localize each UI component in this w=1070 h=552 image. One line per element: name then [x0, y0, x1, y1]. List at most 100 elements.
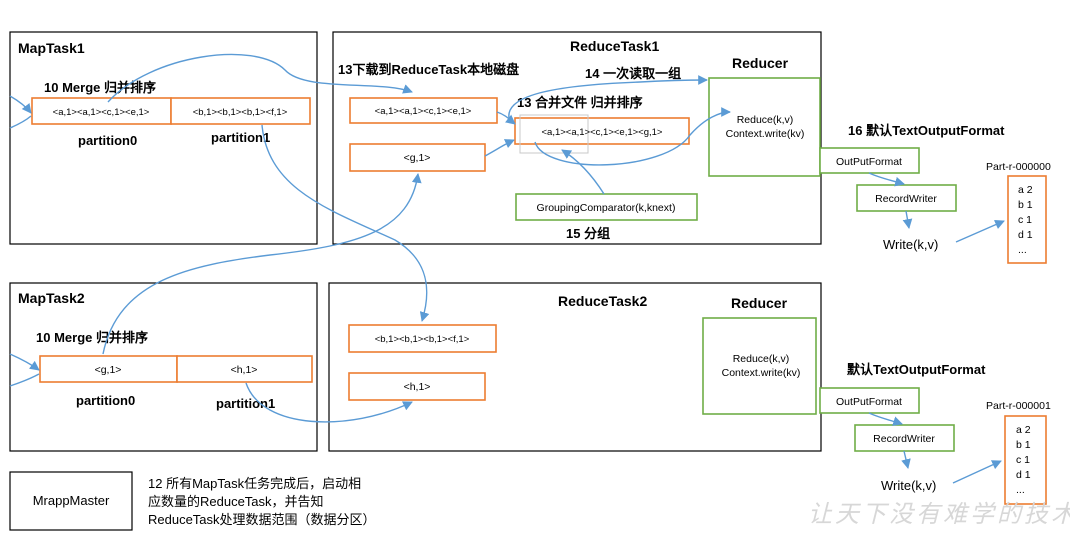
master-frame: [9, 471, 133, 531]
maptask2-input-arrow: [9, 353, 40, 371]
reducetask2-outputformat-box: [819, 387, 920, 414]
maptask2-partition1-label: partition1: [216, 396, 275, 411]
reducer2-title: Reducer: [731, 295, 788, 311]
arrow-m2p1-to-r2: [245, 382, 413, 423]
reducetask1-file2-content: <g,1>: [404, 152, 431, 164]
master-note-line1: 12 所有MapTask任务完成后，启动相: [148, 476, 361, 491]
reducetask2-file1-content: <b,1><b,1><b,1><f,1>: [375, 334, 470, 345]
reducetask1-merge-label: 13 合并文件 归并排序: [517, 95, 643, 110]
maptask1-partition0-content: <a,1><a,1><c,1><e,1>: [53, 107, 150, 118]
reducetask1-frame: [332, 31, 822, 245]
maptask1-partition1-content: <b,1><b,1><b,1><f,1>: [193, 107, 288, 118]
part0-line: b 1: [1018, 199, 1033, 211]
arrow-r2-outputformat-to-recordwriter: [868, 412, 903, 426]
reducetask2-part-box: [1004, 415, 1047, 505]
maptask2-title: MapTask2: [18, 290, 85, 306]
reducetask2-frame: [328, 282, 822, 452]
reducetask1-file1-content: <a,1><a,1><c,1><e,1>: [375, 106, 472, 117]
part1-line: a 2: [1016, 424, 1031, 436]
maptask2-partition1-content: <h,1>: [231, 364, 258, 376]
reducetask1-file1-box: [349, 97, 498, 124]
arrow-merged-to-reducer: [508, 75, 708, 123]
reducetask2-recordwriter-label: RecordWriter: [873, 433, 935, 445]
maptask1-title: MapTask1: [18, 40, 85, 56]
reducetask1-title: ReduceTask1: [570, 38, 659, 54]
reducetask1-merged-content: <a,1><a,1><c,1><e,1><g,1>: [542, 127, 663, 138]
maptask2-frame: [9, 282, 318, 452]
reducer2-line2: Context.write(kv): [722, 367, 801, 379]
maptask2-partition0-label: partition0: [76, 393, 135, 408]
maptask1-partition1-label: partition1: [211, 130, 270, 145]
maptask2-input-arrow-2: [9, 373, 40, 387]
reducetask1-outputformat-box: [819, 147, 920, 174]
reducetask1-outputformat-label: OutPutFormat: [836, 156, 902, 168]
maptask1-partition1-box: [170, 97, 311, 125]
reducetask1-merged-box: [514, 117, 690, 145]
reducetask1-read-label: 14 一次读取一组: [585, 66, 681, 81]
reducetask1-recordwriter-label: RecordWriter: [875, 193, 937, 205]
reducer1-box: [708, 77, 821, 177]
part0-line: d 1: [1018, 229, 1033, 241]
part0-line: a 2: [1018, 184, 1033, 196]
reducetask2-write-label: Write(k,v): [881, 478, 936, 493]
maptask1-input-arrow-2: [9, 115, 32, 129]
part1-line: c 1: [1016, 454, 1030, 466]
reducer1-line1: Reduce(k,v): [737, 114, 794, 126]
reducetask2-file2-box: [348, 372, 486, 401]
reducetask1-write-label: Write(k,v): [883, 237, 938, 252]
reducetask2-outputformat-label: OutPutFormat: [836, 396, 902, 408]
reducetask1-merged-highlight: [519, 114, 589, 154]
reducetask2-recordwriter-box: [854, 424, 955, 452]
arrow-m1p0-to-r1: [107, 53, 413, 103]
maptask1-input-arrow: [9, 95, 32, 114]
maptask1-frame: [9, 31, 318, 245]
arrow-r1-write-to-part: [955, 220, 1005, 243]
part0-line: c 1: [1018, 214, 1032, 226]
maptask2-partition0-content: <g,1>: [95, 364, 122, 376]
reducetask2-part-lines: a 2 b 1 c 1 d 1 ...: [1016, 424, 1031, 496]
maptask1-partition0-label: partition0: [78, 133, 137, 148]
watermark: 让天下没有难学的技术: [808, 500, 1070, 528]
reducetask1-part-box: [1007, 175, 1047, 264]
part1-line: ...: [1016, 484, 1025, 496]
arrow-r1-recordwriter-to-write: [902, 210, 913, 229]
reducer1-title: Reducer: [732, 55, 789, 71]
reducetask1-download-label: 13下载到ReduceTask本地磁盘: [338, 62, 519, 77]
part1-line: b 1: [1016, 439, 1031, 451]
arrow-m2p0-to-r1: [102, 173, 422, 355]
arrow-file2-to-merged: [484, 139, 515, 157]
arrow-m1p1-to-r2: [261, 124, 430, 322]
reducer1-line2: Context.write(kv): [726, 128, 805, 140]
reducetask2-part-name: Part-r-000001: [986, 400, 1051, 412]
arrow-grouping-to-merged: [561, 149, 605, 195]
master-note-line3: ReduceTask处理数据范围（数据分区）: [148, 512, 376, 527]
part1-line: d 1: [1016, 469, 1031, 481]
arrow-r1-outputformat-to-recordwriter: [868, 172, 905, 187]
reducetask1-part-name: Part-r-000000: [986, 161, 1051, 173]
grouping-comparator-box: [515, 193, 698, 221]
arrow-file1-to-merged: [496, 111, 516, 125]
maptask2-partition1-box: [176, 355, 313, 383]
reducetask1-group-label: 15 分组: [566, 226, 610, 241]
part0-line: ...: [1018, 244, 1027, 256]
arrow-r2-recordwriter-to-write: [901, 450, 911, 469]
maptask2-merge-label: 10 Merge 归并排序: [36, 330, 148, 345]
arrow-r2-write-to-part: [952, 460, 1002, 484]
reducer2-line1: Reduce(k,v): [733, 353, 790, 365]
master-title: MrappMaster: [33, 493, 110, 508]
reducetask1-recordwriter-box: [856, 184, 957, 212]
arrow-reducer-loop: [534, 107, 731, 166]
reducetask1-part-lines: a 2 b 1 c 1 d 1 ...: [1018, 184, 1033, 256]
maptask1-merge-label: 10 Merge 归并排序: [44, 80, 156, 95]
reducetask2-file2-content: <h,1>: [404, 381, 431, 393]
reducetask2-output-label: 默认TextOutputFormat: [847, 362, 986, 377]
reducetask1-file2-box: [349, 143, 486, 172]
reducetask1-output-label: 16 默认TextOutputFormat: [848, 123, 1005, 138]
master-note-line2: 应数量的ReduceTask，并告知: [148, 494, 324, 509]
reducetask2-title: ReduceTask2: [558, 293, 647, 309]
maptask1-partition0-box: [31, 97, 172, 125]
reducer2-box: [702, 317, 817, 415]
grouping-comparator-label: GroupingComparator(k,knext): [537, 202, 676, 214]
reducetask2-file1-box: [348, 324, 497, 353]
